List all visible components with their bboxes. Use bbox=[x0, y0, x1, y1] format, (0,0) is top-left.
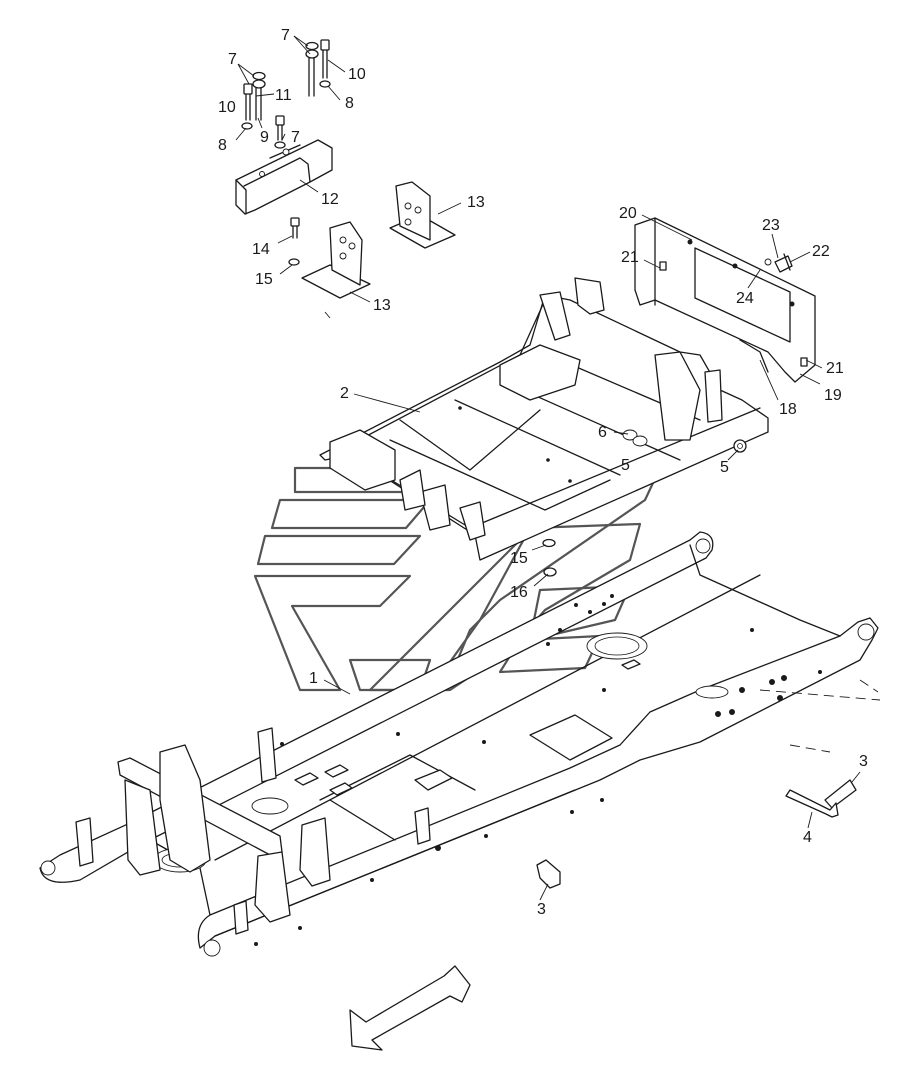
callout-labels: 7 10 8 11 9 7 7 10 8 12 13 14 15 13 20 2… bbox=[218, 27, 868, 918]
fasteners bbox=[241, 39, 857, 889]
rear-panel bbox=[634, 217, 816, 383]
callout-7: 7 bbox=[228, 51, 237, 68]
direction-arrow-icon bbox=[349, 965, 471, 1051]
callout-10: 10 bbox=[218, 99, 236, 116]
callout-5: 5 bbox=[621, 457, 630, 474]
leader-lines bbox=[235, 35, 861, 901]
callout-18: 18 bbox=[779, 401, 797, 418]
callout-8: 8 bbox=[345, 95, 354, 112]
mount-bracket-13a bbox=[389, 181, 456, 249]
callout-19: 19 bbox=[824, 387, 842, 404]
callout-4: 4 bbox=[803, 829, 812, 846]
callout-5: 5 bbox=[720, 459, 729, 476]
callout-22: 22 bbox=[812, 243, 830, 260]
callout-23: 23 bbox=[762, 217, 780, 234]
mount-bracket-13b bbox=[301, 221, 371, 319]
callout-13: 13 bbox=[467, 194, 485, 211]
callout-3: 3 bbox=[859, 753, 868, 770]
callout-6: 6 bbox=[598, 424, 607, 441]
callout-2: 2 bbox=[340, 385, 349, 402]
callout-11: 11 bbox=[275, 87, 292, 104]
callout-21: 21 bbox=[621, 249, 639, 266]
callout-15: 15 bbox=[255, 271, 273, 288]
callout-24: 24 bbox=[736, 290, 754, 307]
mount-bracket-12 bbox=[235, 139, 333, 215]
callout-7: 7 bbox=[291, 129, 300, 146]
upper-frame bbox=[319, 277, 769, 561]
callout-7: 7 bbox=[281, 27, 290, 44]
callout-10: 10 bbox=[348, 66, 366, 83]
callout-16: 16 bbox=[510, 584, 528, 601]
callout-1: 1 bbox=[309, 670, 318, 687]
frame-holes bbox=[254, 594, 822, 946]
callout-15: 15 bbox=[510, 550, 528, 567]
callout-20: 20 bbox=[619, 205, 637, 222]
callout-12: 12 bbox=[321, 191, 339, 208]
callout-14: 14 bbox=[252, 241, 270, 258]
callout-21: 21 bbox=[826, 360, 844, 377]
callout-8: 8 bbox=[218, 137, 227, 154]
main-frame bbox=[39, 531, 879, 957]
callout-3: 3 bbox=[537, 901, 546, 918]
assembly-lines bbox=[759, 679, 881, 753]
callout-9: 9 bbox=[260, 129, 269, 146]
callout-13: 13 bbox=[373, 297, 391, 314]
